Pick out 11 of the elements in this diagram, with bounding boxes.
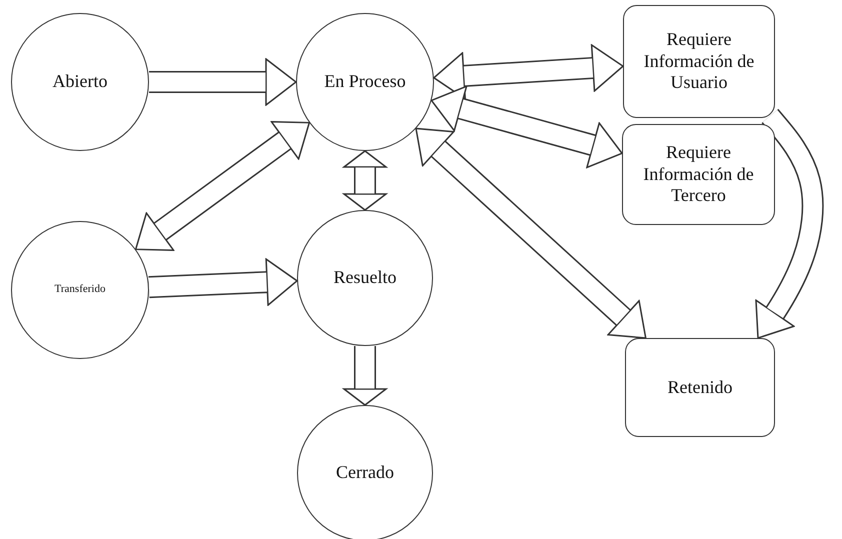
state-label: Resuelto	[334, 267, 396, 289]
state-label: Retenido	[668, 376, 732, 398]
state-label: Transferido	[54, 283, 106, 297]
state-box	[625, 338, 775, 437]
state-label: Requiere Información de Tercero	[642, 142, 755, 207]
state-box	[622, 124, 775, 225]
state-box	[623, 5, 775, 118]
state-label: En Proceso	[324, 71, 406, 93]
state-label: Cerrado	[336, 462, 394, 484]
state-label: Abierto	[52, 71, 108, 93]
state-label: Requiere Información de Usuario	[642, 29, 756, 94]
